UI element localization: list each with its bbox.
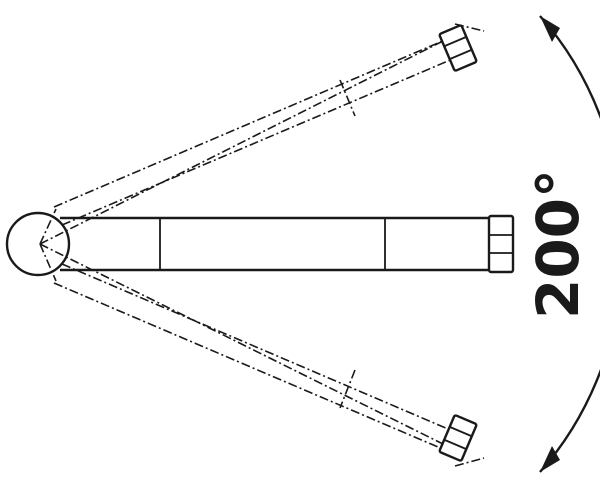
angle-label: 200° [524, 169, 592, 319]
lower-spray-head [438, 414, 478, 462]
rotation-angle-arc [539, 15, 600, 473]
pivot-base [5, 211, 71, 277]
spout-upper-position [39, 23, 485, 245]
center-spray-head [487, 214, 515, 274]
spout-lower-position [39, 243, 485, 467]
arc-arrow-top [540, 16, 560, 42]
spout-center-position [60, 214, 515, 274]
upper-spray-head [438, 24, 478, 72]
arc-arrow-bottom [540, 446, 560, 472]
